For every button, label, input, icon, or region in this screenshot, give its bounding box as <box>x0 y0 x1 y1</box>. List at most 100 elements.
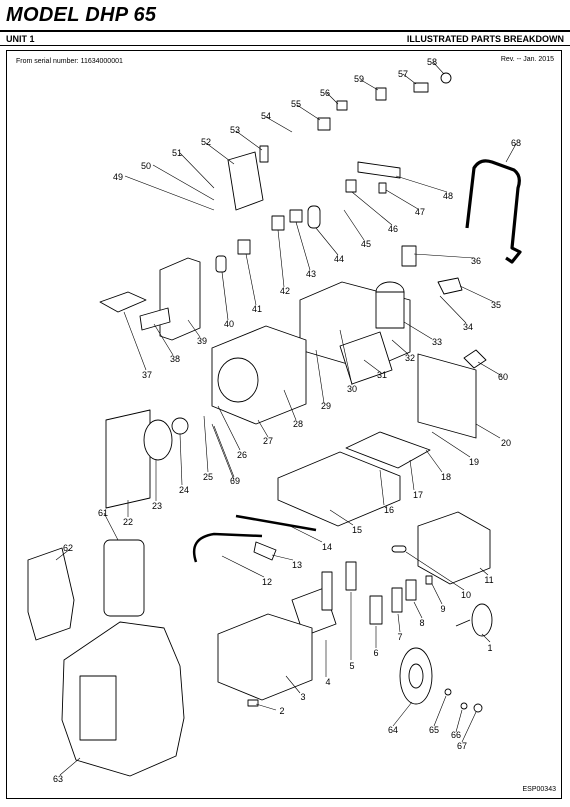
callout-58: 58 <box>427 57 437 67</box>
tray-part <box>345 431 431 469</box>
small-part-9 <box>425 575 433 585</box>
small-part-41 <box>237 239 251 255</box>
plate-part-8 <box>405 579 417 601</box>
pump-part <box>417 511 491 585</box>
diagram-frame <box>6 50 562 799</box>
tube-part-12 <box>192 532 263 563</box>
housing-window <box>79 675 117 741</box>
callout-29: 29 <box>321 401 331 411</box>
callout-3: 3 <box>300 692 305 702</box>
callout-36: 36 <box>471 256 481 266</box>
power-cord-part <box>471 603 493 637</box>
callout-30: 30 <box>347 384 357 394</box>
fan-opening <box>217 357 259 403</box>
small-part-55 <box>317 117 331 131</box>
callout-24: 24 <box>179 485 189 495</box>
callout-61: 61 <box>98 508 108 518</box>
small-part-42 <box>271 215 285 231</box>
callout-55: 55 <box>291 99 301 109</box>
front-grill-part <box>105 409 151 509</box>
small-part-2 <box>247 699 259 707</box>
callout-40: 40 <box>224 319 234 329</box>
small-part-13 <box>253 541 277 561</box>
callout-39: 39 <box>197 336 207 346</box>
terminal-board-part <box>357 161 401 179</box>
document-id: ESP00343 <box>522 786 556 793</box>
filter-frame-part <box>103 539 145 617</box>
callout-25: 25 <box>203 472 213 482</box>
control-panel-part <box>227 151 264 211</box>
compressor-body <box>375 291 405 329</box>
bracket-part <box>159 257 201 341</box>
callout-33: 33 <box>432 337 442 347</box>
callout-5: 5 <box>349 661 354 671</box>
small-part-59 <box>375 87 387 101</box>
callout-15: 15 <box>352 525 362 535</box>
callout-66: 66 <box>451 730 461 740</box>
callout-60: 60 <box>498 372 508 382</box>
callout-38: 38 <box>170 354 180 364</box>
callout-28: 28 <box>293 419 303 429</box>
callout-10: 10 <box>461 590 471 600</box>
callout-57: 57 <box>398 69 408 79</box>
handle-part <box>465 159 522 264</box>
callout-68: 68 <box>511 138 521 148</box>
callout-45: 45 <box>361 239 371 249</box>
small-part-58 <box>440 72 452 84</box>
callout-48: 48 <box>443 191 453 201</box>
callout-42: 42 <box>280 286 290 296</box>
callout-2: 2 <box>279 706 284 716</box>
revision-note: Rev. -- Jan. 2015 <box>500 56 554 63</box>
callout-69: 69 <box>230 476 240 486</box>
section-label: ILLUSTRATED PARTS BREAKDOWN <box>406 34 564 44</box>
callout-50: 50 <box>141 161 151 171</box>
callout-7: 7 <box>397 632 402 642</box>
callout-18: 18 <box>441 472 451 482</box>
callout-22: 22 <box>123 517 133 527</box>
callout-43: 43 <box>306 269 316 279</box>
callout-13: 13 <box>292 560 302 570</box>
fan-part <box>143 419 173 461</box>
small-part-38 <box>139 307 171 331</box>
callout-16: 16 <box>384 505 394 515</box>
callout-32: 32 <box>405 353 415 363</box>
plate-part-7 <box>391 587 403 613</box>
callout-44: 44 <box>334 254 344 264</box>
small-part-46 <box>345 179 357 193</box>
callout-4: 4 <box>325 677 330 687</box>
callout-53: 53 <box>230 125 240 135</box>
plate-part-6 <box>369 595 383 625</box>
base-pan-part <box>277 451 401 527</box>
callout-67: 67 <box>457 741 467 751</box>
callout-49: 49 <box>113 172 123 182</box>
callout-6: 6 <box>373 648 378 658</box>
callout-37: 37 <box>142 370 152 380</box>
header-rule <box>0 30 570 32</box>
small-part-10 <box>391 545 407 553</box>
small-part-57 <box>413 82 429 93</box>
callout-56: 56 <box>320 88 330 98</box>
callout-26: 26 <box>237 450 247 460</box>
small-part-40 <box>215 255 227 273</box>
small-part-35 <box>437 277 463 295</box>
small-part-66 <box>460 702 468 710</box>
small-part-53 <box>259 145 269 163</box>
callout-17: 17 <box>413 490 423 500</box>
small-part-60 <box>463 349 487 369</box>
callout-65: 65 <box>429 725 439 735</box>
callout-62: 62 <box>63 543 73 553</box>
callout-51: 51 <box>172 148 182 158</box>
serial-note: From serial number: 11634000001 <box>16 58 123 65</box>
small-part-56 <box>336 100 348 111</box>
callout-8: 8 <box>419 618 424 628</box>
callout-54: 54 <box>261 111 271 121</box>
small-part-65 <box>444 688 452 696</box>
callout-46: 46 <box>388 224 398 234</box>
callout-20: 20 <box>501 438 511 448</box>
grill-part-62 <box>27 547 75 641</box>
wheel-hub <box>408 663 424 689</box>
callout-19: 19 <box>469 457 479 467</box>
callout-59: 59 <box>354 74 364 84</box>
small-part-67 <box>473 703 483 713</box>
